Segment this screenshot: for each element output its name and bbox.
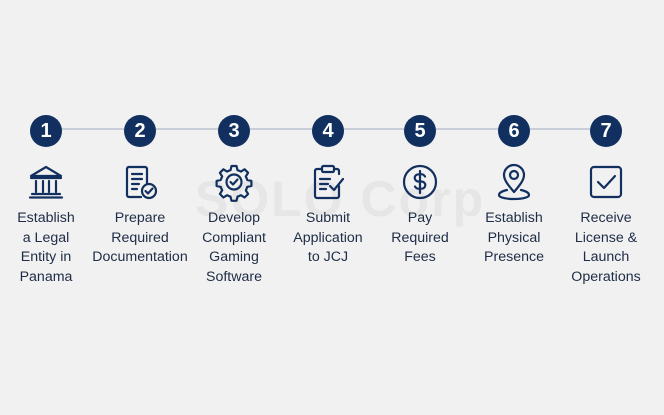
connector-5-6 (436, 128, 498, 130)
connector-1-2 (62, 128, 124, 130)
location-pin-icon (494, 162, 534, 202)
step-number: 4 (312, 115, 344, 147)
step-number: 6 (498, 115, 530, 147)
connector-6-7 (530, 128, 590, 130)
dollar-coin-icon (400, 162, 440, 202)
connector-2-3 (156, 128, 218, 130)
connector-3-4 (250, 128, 312, 130)
step-label: Receive License & Launch Operations (571, 210, 641, 285)
checkbox-icon (586, 162, 626, 202)
clipboard-check-icon (308, 162, 348, 202)
step-label: Pay Required Fees (391, 210, 449, 265)
step-number: 7 (590, 115, 622, 147)
step-number: 1 (30, 115, 62, 147)
connector-4-5 (344, 128, 404, 130)
step-number: 2 (124, 115, 156, 147)
step-label: Establish Physical Presence (484, 210, 544, 265)
step-label: Establish a Legal Entity in Panama (17, 210, 75, 285)
step-label: Develop Compliant Gaming Software (202, 210, 266, 285)
document-check-icon (120, 162, 160, 202)
step-number: 3 (218, 115, 250, 147)
step-label: Prepare Required Documentation (92, 210, 188, 265)
gear-check-icon (214, 162, 254, 202)
step-label: Submit Application to JCJ (293, 210, 363, 265)
step-number: 5 (404, 115, 436, 147)
bank-building-icon (26, 162, 66, 202)
